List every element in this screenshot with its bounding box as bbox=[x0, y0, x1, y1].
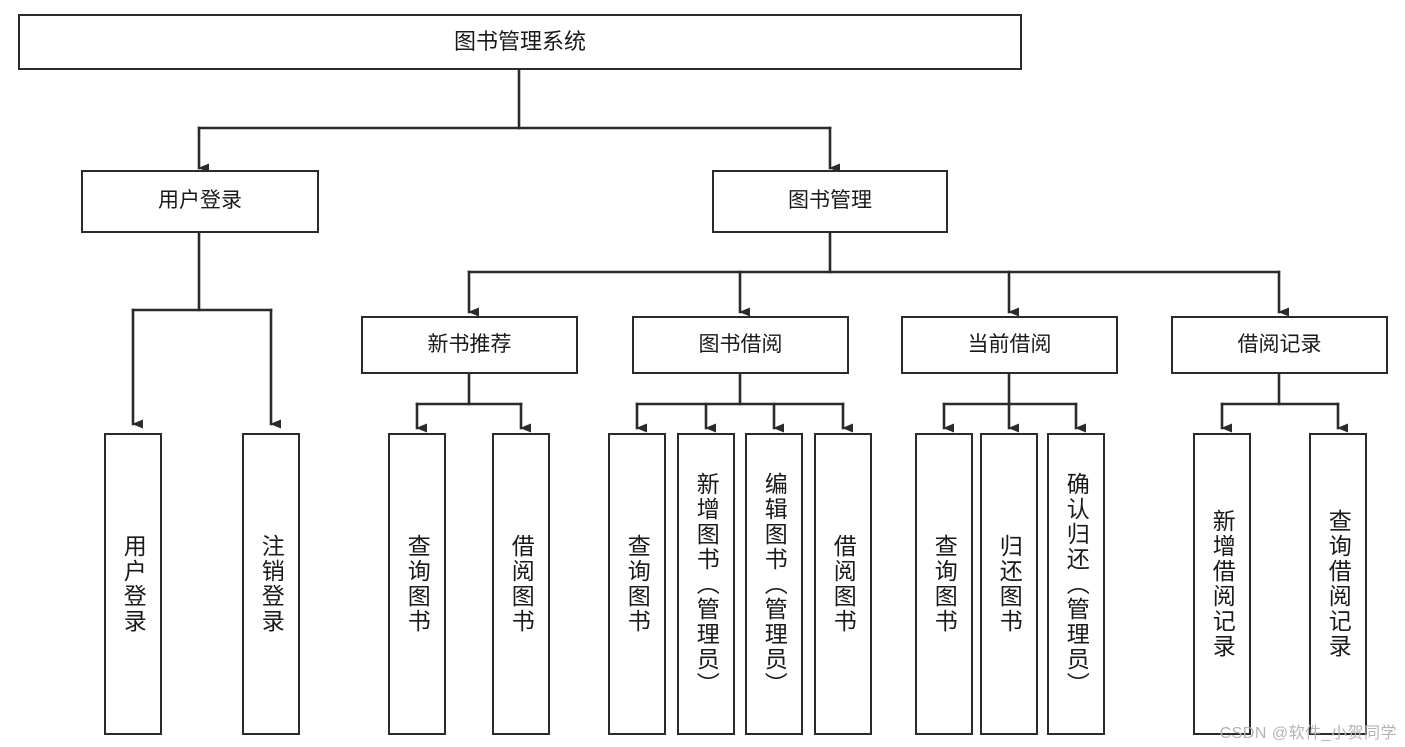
node-leaf-edit-book[interactable]: 编辑图书（管理员） bbox=[745, 433, 803, 735]
node-label: 编辑图书（管理员） bbox=[761, 471, 788, 697]
node-label: 借阅记录 bbox=[1237, 332, 1322, 356]
node-label: 查询图书 bbox=[931, 534, 958, 634]
node-book-borrow[interactable]: 图书借阅 bbox=[632, 316, 849, 374]
node-root-system[interactable]: 图书管理系统 bbox=[18, 14, 1022, 70]
node-label: 图书管理 bbox=[788, 189, 872, 213]
node-user-login[interactable]: 用户登录 bbox=[81, 170, 319, 233]
node-book-management[interactable]: 图书管理 bbox=[712, 170, 948, 233]
node-label: 新增图书（管理员） bbox=[693, 471, 720, 697]
node-current-borrow[interactable]: 当前借阅 bbox=[901, 316, 1118, 374]
node-leaf-borrow-book-2[interactable]: 借阅图书 bbox=[814, 433, 872, 735]
node-label: 新书推荐 bbox=[427, 332, 512, 356]
node-leaf-user-login[interactable]: 用户登录 bbox=[104, 433, 162, 735]
node-label: 确认归还（管理员） bbox=[1063, 471, 1090, 697]
node-label: 查询借阅记录 bbox=[1325, 509, 1352, 659]
node-leaf-query-book-3[interactable]: 查询图书 bbox=[915, 433, 973, 735]
node-label: 归还图书 bbox=[996, 534, 1023, 634]
node-leaf-query-book-1[interactable]: 查询图书 bbox=[388, 433, 446, 735]
node-label: 用户登录 bbox=[158, 189, 242, 213]
node-leaf-add-record[interactable]: 新增借阅记录 bbox=[1193, 433, 1251, 735]
node-leaf-query-book-2[interactable]: 查询图书 bbox=[608, 433, 666, 735]
node-label: 注销登录 bbox=[258, 534, 285, 634]
node-label: 借阅图书 bbox=[508, 534, 535, 634]
node-label: 查询图书 bbox=[624, 534, 651, 634]
node-leaf-borrow-book-1[interactable]: 借阅图书 bbox=[492, 433, 550, 735]
node-label: 新增借阅记录 bbox=[1209, 509, 1236, 659]
watermark-text: CSDN @软件_小贺同学 bbox=[1219, 725, 1397, 742]
node-leaf-query-record[interactable]: 查询借阅记录 bbox=[1309, 433, 1367, 735]
node-leaf-return-book[interactable]: 归还图书 bbox=[980, 433, 1038, 735]
node-new-book-recommend[interactable]: 新书推荐 bbox=[361, 316, 578, 374]
node-label: 图书借阅 bbox=[698, 332, 783, 356]
node-label: 查询图书 bbox=[404, 534, 431, 634]
node-leaf-logout-login[interactable]: 注销登录 bbox=[242, 433, 300, 735]
node-borrow-record[interactable]: 借阅记录 bbox=[1171, 316, 1388, 374]
node-label: 借阅图书 bbox=[830, 534, 857, 634]
node-label: 图书管理系统 bbox=[453, 29, 586, 55]
node-label: 当前借阅 bbox=[967, 332, 1052, 356]
node-label: 用户登录 bbox=[120, 534, 147, 634]
node-leaf-add-book[interactable]: 新增图书（管理员） bbox=[677, 433, 735, 735]
node-leaf-confirm-return[interactable]: 确认归还（管理员） bbox=[1047, 433, 1105, 735]
